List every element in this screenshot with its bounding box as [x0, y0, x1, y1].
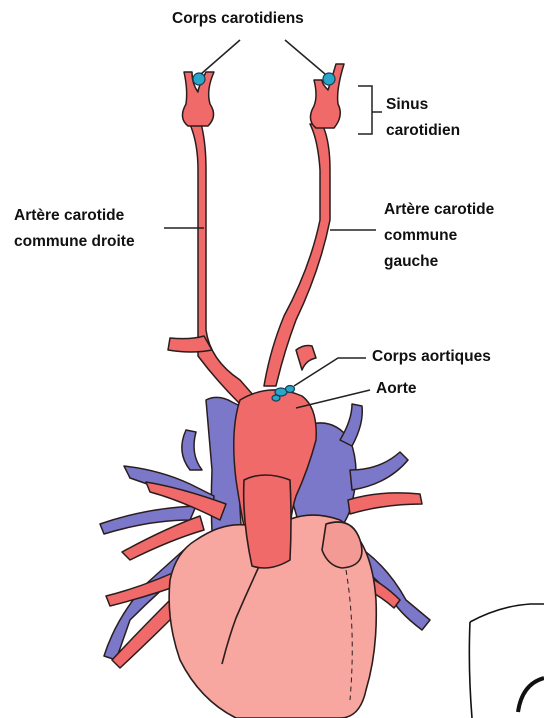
label-carotide-gauche-line2: commune: [384, 223, 457, 249]
right-subclavian-artery: [168, 336, 212, 352]
label-carotide-droite-line2: commune droite: [14, 229, 135, 255]
label-corps-aortiques: Corps aortiques: [372, 344, 491, 370]
label-sinus-carotidien-line2: carotidien: [386, 118, 460, 144]
label-sinus-carotidien-line1: Sinus: [386, 92, 428, 118]
note-shape: [469, 604, 544, 718]
leader-sinus-bracket: [358, 86, 372, 134]
aortic-body-3: [272, 395, 280, 401]
left-common-carotid-artery: [264, 124, 330, 386]
right-carotid-body: [323, 73, 335, 85]
left-pulmonary-branch-upper: [182, 430, 202, 470]
label-aorte: Aorte: [376, 376, 416, 402]
leader-corps-carotidiens-left: [201, 40, 240, 74]
label-carotide-droite-line1: Artère carotide: [14, 203, 124, 229]
label-carotide-gauche-line3: gauche: [384, 249, 438, 275]
aortic-body-2: [286, 386, 295, 393]
right-pulmonary-branch-mid: [350, 452, 408, 490]
left-subclavian-artery: [296, 346, 316, 371]
aortic-root: [244, 475, 291, 568]
note-outline: [470, 604, 544, 622]
label-corps-carotidiens: Corps carotidiens: [172, 6, 304, 32]
right-common-carotid-artery: [188, 120, 254, 404]
right-atrial-appendage: [322, 522, 362, 568]
leader-corps-carotidiens-right: [285, 40, 325, 74]
note-curl: [518, 678, 544, 712]
left-carotid-body: [193, 73, 205, 85]
label-carotide-gauche-line1: Artère carotide: [384, 197, 494, 223]
right-pulmonary-branch-upper: [340, 404, 362, 446]
note-left-edge: [469, 622, 472, 718]
right-pulmonary-artery: [348, 493, 422, 514]
